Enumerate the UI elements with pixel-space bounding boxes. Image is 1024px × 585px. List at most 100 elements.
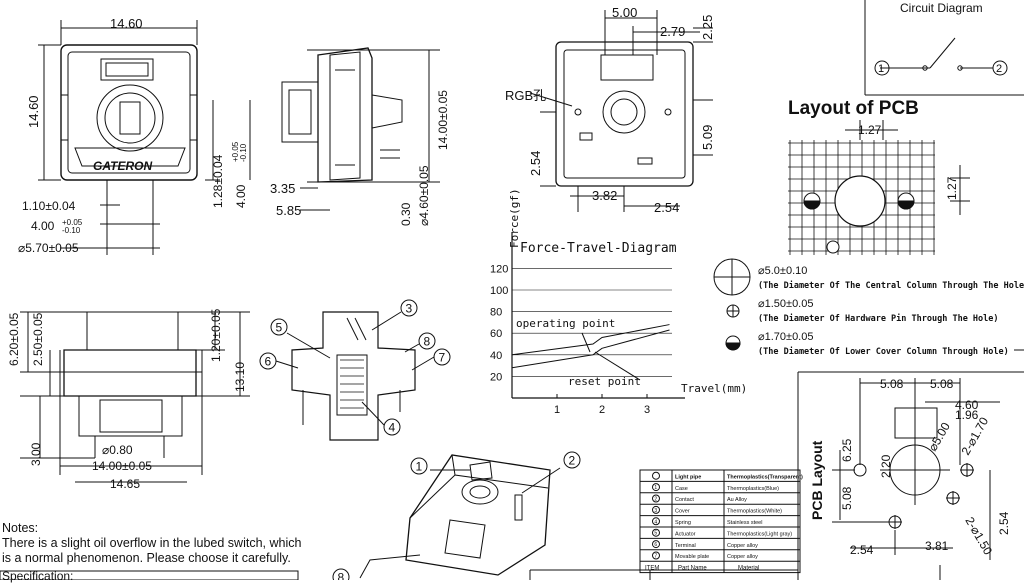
materials-table-balloon — [652, 471, 660, 480]
balloon-label: 4 — [389, 421, 396, 435]
materials-table-part: Terminal — [675, 543, 696, 549]
cross-section-view — [275, 311, 435, 441]
notes-line-1: There is a slight oil overflow in the lu… — [2, 536, 302, 550]
materials-table-item: 4 — [654, 519, 657, 525]
pcb-layout-dim-10: 2.54 — [997, 511, 1011, 535]
materials-table-item: 2 — [654, 497, 657, 503]
chart-ytick-label: 100 — [490, 285, 508, 297]
rgb-hole-label: RGB孔 — [505, 88, 546, 103]
circuit-node-1 — [874, 60, 890, 76]
front-dim-2-tol-dn: -0.10 — [62, 226, 81, 235]
hole-legend-size-1: ⌀5.0±0.10 — [758, 265, 807, 277]
materials-table-item: 3 — [654, 508, 657, 514]
top-dim-5: 2.54 — [528, 151, 543, 176]
materials-table-item-balloon — [652, 494, 660, 503]
top-dim-7: 2.54 — [654, 200, 679, 215]
front-dim-3: ⌀5.70±0.05 — [18, 241, 79, 255]
hole-legend-desc-1: (The Diameter Of The Central Column Thro… — [758, 280, 1024, 291]
notes-heading: Notes: — [2, 521, 39, 535]
chart-ytick-label: 20 — [490, 371, 502, 383]
operating-point-leader — [581, 332, 591, 353]
bottom-dim-5: 3.00 — [29, 442, 43, 466]
materials-table-part: Actuator — [675, 531, 696, 537]
materials-table-material: Thermoplastics(Blue) — [727, 486, 779, 492]
balloon-8 — [418, 332, 436, 350]
front-dim-5-tol-dn: -0.10 — [239, 143, 248, 162]
balloon-label: 2 — [569, 454, 576, 468]
chart-xlabel: Travel(mm) — [681, 382, 747, 395]
bottom-view — [20, 311, 250, 483]
reset-point-label: reset point — [568, 375, 641, 388]
chart-ytick-label: 120 — [490, 263, 508, 275]
top-dim-1: 5.00 — [612, 5, 637, 20]
materials-table-material: Copper alloy — [727, 554, 758, 560]
pcb-layout-dim-4: 1.96 — [955, 408, 979, 422]
balloon-leader — [275, 360, 299, 369]
side-view — [281, 47, 440, 211]
top-dim-2: 2.79 — [660, 24, 685, 39]
balloon-5 — [270, 318, 288, 336]
front-dim-2: 4.00 — [31, 219, 55, 233]
hole-legend — [713, 258, 751, 351]
materials-table-material: Thermoplastics(White) — [727, 509, 782, 515]
front-dim-2-tol-up: +0.05 — [62, 218, 83, 227]
pcb-layout-dim-7: ⌀5.00 — [925, 420, 953, 454]
force-curve-2 — [511, 329, 670, 369]
pcb-layout-title: PCB Layout — [809, 440, 825, 520]
pcb-layout-dim-6: 2.20 — [879, 454, 893, 478]
front-dim-4: 1.28±0.04 — [211, 154, 225, 208]
materials-table-item: 1 — [654, 485, 657, 491]
pcb-layout-dim-1: 5.08 — [880, 377, 904, 391]
balloon-leader — [286, 332, 331, 359]
materials-table-item: 7 — [654, 554, 657, 560]
materials-table-material: Au Alloy — [727, 497, 747, 503]
circuit-node-2 — [992, 60, 1008, 76]
notes-line-2: is a normal phenomenon. Please choose it… — [2, 551, 291, 565]
materials-table-part: Cover — [675, 509, 690, 515]
hole-legend-desc-2: (The Diameter Of Hardware Pin Through Th… — [758, 313, 999, 324]
pcb-layout-dim-11: 3.81 — [925, 539, 949, 553]
chart-xtick-label: 2 — [599, 404, 605, 416]
materials-table-material: Thermoplastics(Light gray) — [727, 531, 792, 537]
front-height-dim: 14.60 — [26, 95, 41, 128]
front-width-dim: 14.60 — [110, 16, 143, 31]
pcb-layout-dim-13: 2.54 — [850, 543, 874, 557]
side-dim-5: 14.00±0.05 — [436, 90, 450, 150]
pcb-layout-dim-9: 5.08 — [840, 486, 854, 510]
side-dim-1: 3.35 — [270, 181, 295, 196]
chart-ylabel: Force(gf) — [508, 188, 521, 248]
front-view — [38, 20, 251, 255]
isometric-view — [359, 454, 561, 579]
materials-table-item-balloon — [652, 528, 660, 537]
pcb-layout-dim-5: 6.25 — [840, 438, 854, 462]
balloon-label: 3 — [406, 302, 413, 316]
circuit-node-2-label: 2 — [996, 63, 1002, 75]
hole-legend-desc-3: (The Diameter Of Lower Cover Column Thro… — [758, 346, 1009, 357]
chart-ytick-label: 60 — [490, 328, 502, 340]
pcb-grid-dim-1: 1.27 — [858, 123, 882, 137]
notes-block: Notes: There is a slight oil overflow in… — [2, 521, 322, 566]
balloon-leader — [411, 356, 435, 371]
bottom-dim-7: 14.00±0.05 — [92, 459, 152, 473]
top-dim-6: 3.82 — [592, 188, 617, 203]
materials-table-header-item: ITEM — [645, 566, 659, 572]
materials-table-item-balloon — [652, 483, 660, 492]
top-view — [529, 10, 713, 212]
materials-table-frame — [639, 469, 801, 574]
materials-table-item-balloon — [652, 540, 660, 549]
materials-table-part: Spring — [675, 520, 691, 526]
materials-table-material: Copper alloy — [727, 543, 758, 549]
side-dim-4: ⌀4.60±0.05 — [417, 165, 431, 226]
chart-ytick-label: 80 — [490, 307, 502, 319]
balloon-7 — [433, 348, 451, 366]
circuit-node-1-label: 1 — [878, 63, 884, 75]
bottom-dim-4: 13.10 — [233, 362, 247, 392]
balloon-label: 8 — [424, 335, 431, 349]
chart-xtick-label: 1 — [554, 404, 560, 416]
materials-table-material: Stainless steel — [727, 520, 762, 526]
pcb-layout-view — [797, 349, 1024, 580]
circuit-diagram-frame — [864, 0, 1024, 96]
pcb-grid — [788, 120, 970, 255]
